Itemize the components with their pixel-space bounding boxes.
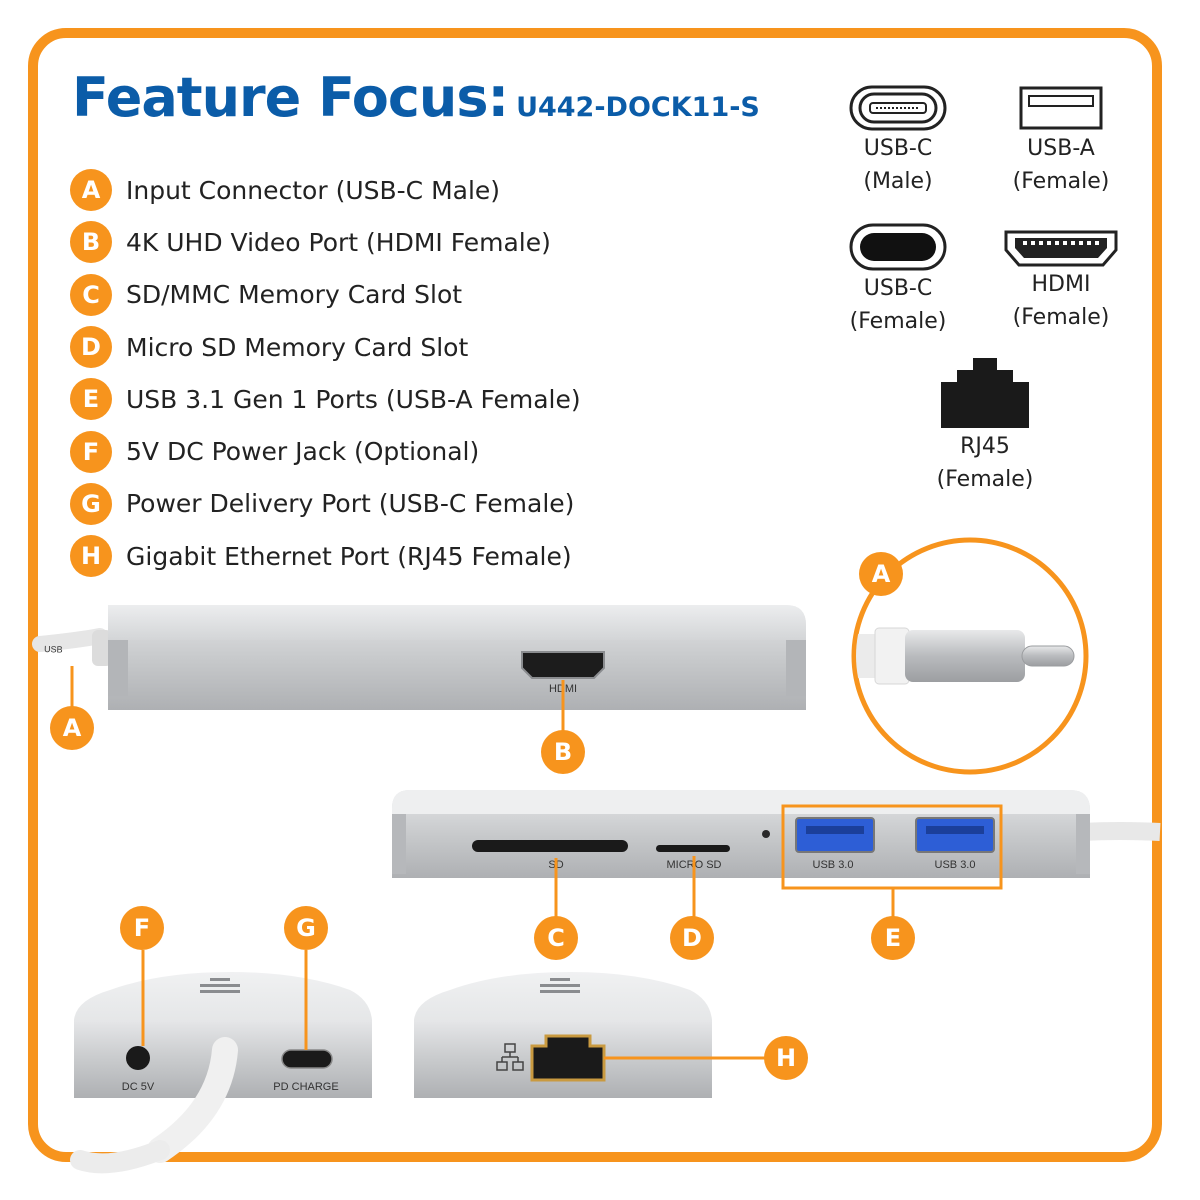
usb-a-icon [1019, 86, 1103, 130]
usb-c-plug-zoom [851, 537, 1089, 775]
feature-text: 5V DC Power Jack (Optional) [126, 437, 480, 467]
usb-c-icon [849, 85, 947, 131]
callout-g: G [284, 906, 328, 950]
connector-gender: (Female) [936, 467, 1034, 492]
connector-name: USB-C [863, 276, 933, 301]
callout-b: B [541, 730, 585, 774]
connector-usbc-female: USB-C (Female) [818, 222, 978, 338]
feature-badge: G [70, 482, 112, 525]
feature-badge: F [70, 430, 112, 473]
feature-item: E USB 3.1 Gen 1 Ports (USB-A Female) [70, 373, 581, 425]
usb-port-2-label: USB 3.0 [935, 859, 976, 871]
network-icon [496, 1043, 524, 1071]
feature-badge: D [70, 326, 112, 369]
title-main: Feature Focus: [72, 66, 509, 129]
pd-port-label: PD CHARGE [273, 1081, 338, 1093]
feature-text: 4K UHD Video Port (HDMI Female) [126, 227, 551, 257]
connector-name: HDMI [1031, 272, 1091, 297]
feature-text: Gigabit Ethernet Port (RJ45 Female) [126, 541, 572, 571]
feature-item: D Micro SD Memory Card Slot [70, 321, 581, 373]
feature-item: A Input Connector (USB-C Male) [70, 164, 581, 216]
callout-a-zoom: A [859, 552, 903, 596]
connector-rj45-female: RJ45 (Female) [905, 356, 1065, 496]
rj45-icon [941, 358, 1029, 428]
feature-list: A Input Connector (USB-C Male) B 4K UHD Vi… [70, 164, 581, 582]
feature-text: Power Delivery Port (USB-C Female) [126, 489, 575, 519]
connector-name: USB-A [1027, 136, 1095, 161]
callout-e: E [871, 916, 915, 960]
hub-view-ethernet-end [414, 972, 766, 1098]
feature-item: F 5V DC Power Jack (Optional) [70, 425, 581, 477]
hub-view-power-end: DC 5V PD CHARGE [70, 950, 372, 1174]
feature-item: H Gigabit Ethernet Port (RJ45 Female) [70, 530, 581, 582]
feature-text: Input Connector (USB-C Male) [126, 175, 501, 205]
callout-f: F [120, 906, 164, 950]
feature-item: C SD/MMC Memory Card Slot [70, 269, 581, 321]
dc-jack-label: DC 5V [122, 1081, 155, 1093]
connector-gender: (Female) [1012, 169, 1110, 194]
connector-usba-female: USB-A (Female) [981, 84, 1141, 198]
usb-c-icon [849, 223, 947, 271]
feature-badge: C [70, 273, 112, 316]
connector-gender: (Female) [1012, 305, 1110, 330]
feature-badge: B [70, 221, 112, 264]
connector-name: RJ45 [960, 434, 1010, 459]
callout-a-cable: A [50, 706, 94, 750]
feature-badge: A [70, 169, 112, 212]
feature-text: Micro SD Memory Card Slot [126, 332, 469, 362]
hub-view-card-usb-side: SD MICRO SD USB 3.0 USB 3.0 [392, 790, 1161, 920]
feature-text: USB 3.1 Gen 1 Ports (USB-A Female) [126, 384, 581, 414]
connector-usbc-male: USB-C (Male) [818, 84, 978, 198]
feature-text: SD/MMC Memory Card Slot [126, 280, 463, 310]
feature-badge: H [70, 535, 112, 578]
connector-gender: (Female) [849, 309, 947, 334]
model-number: U442-DOCK11-S [516, 92, 760, 123]
connector-hdmi-female: HDMI (Female) [981, 228, 1141, 334]
feature-badge: E [70, 378, 112, 421]
cable-print: USB [44, 644, 63, 655]
feature-item: B 4K UHD Video Port (HDMI Female) [70, 216, 581, 268]
callout-d: D [670, 916, 714, 960]
feature-item: G Power Delivery Port (USB-C Female) [70, 478, 581, 530]
hub-view-hdmi-side: USB HDMI [32, 605, 806, 752]
hdmi-icon [1004, 230, 1118, 267]
connector-gender: (Male) [863, 169, 933, 194]
page-title: Feature Focus:U442-DOCK11-S [72, 66, 760, 129]
usb-port-1-label: USB 3.0 [813, 859, 854, 871]
connector-name: USB-C [863, 136, 933, 161]
callout-h: H [764, 1036, 808, 1080]
callout-c: C [534, 916, 578, 960]
